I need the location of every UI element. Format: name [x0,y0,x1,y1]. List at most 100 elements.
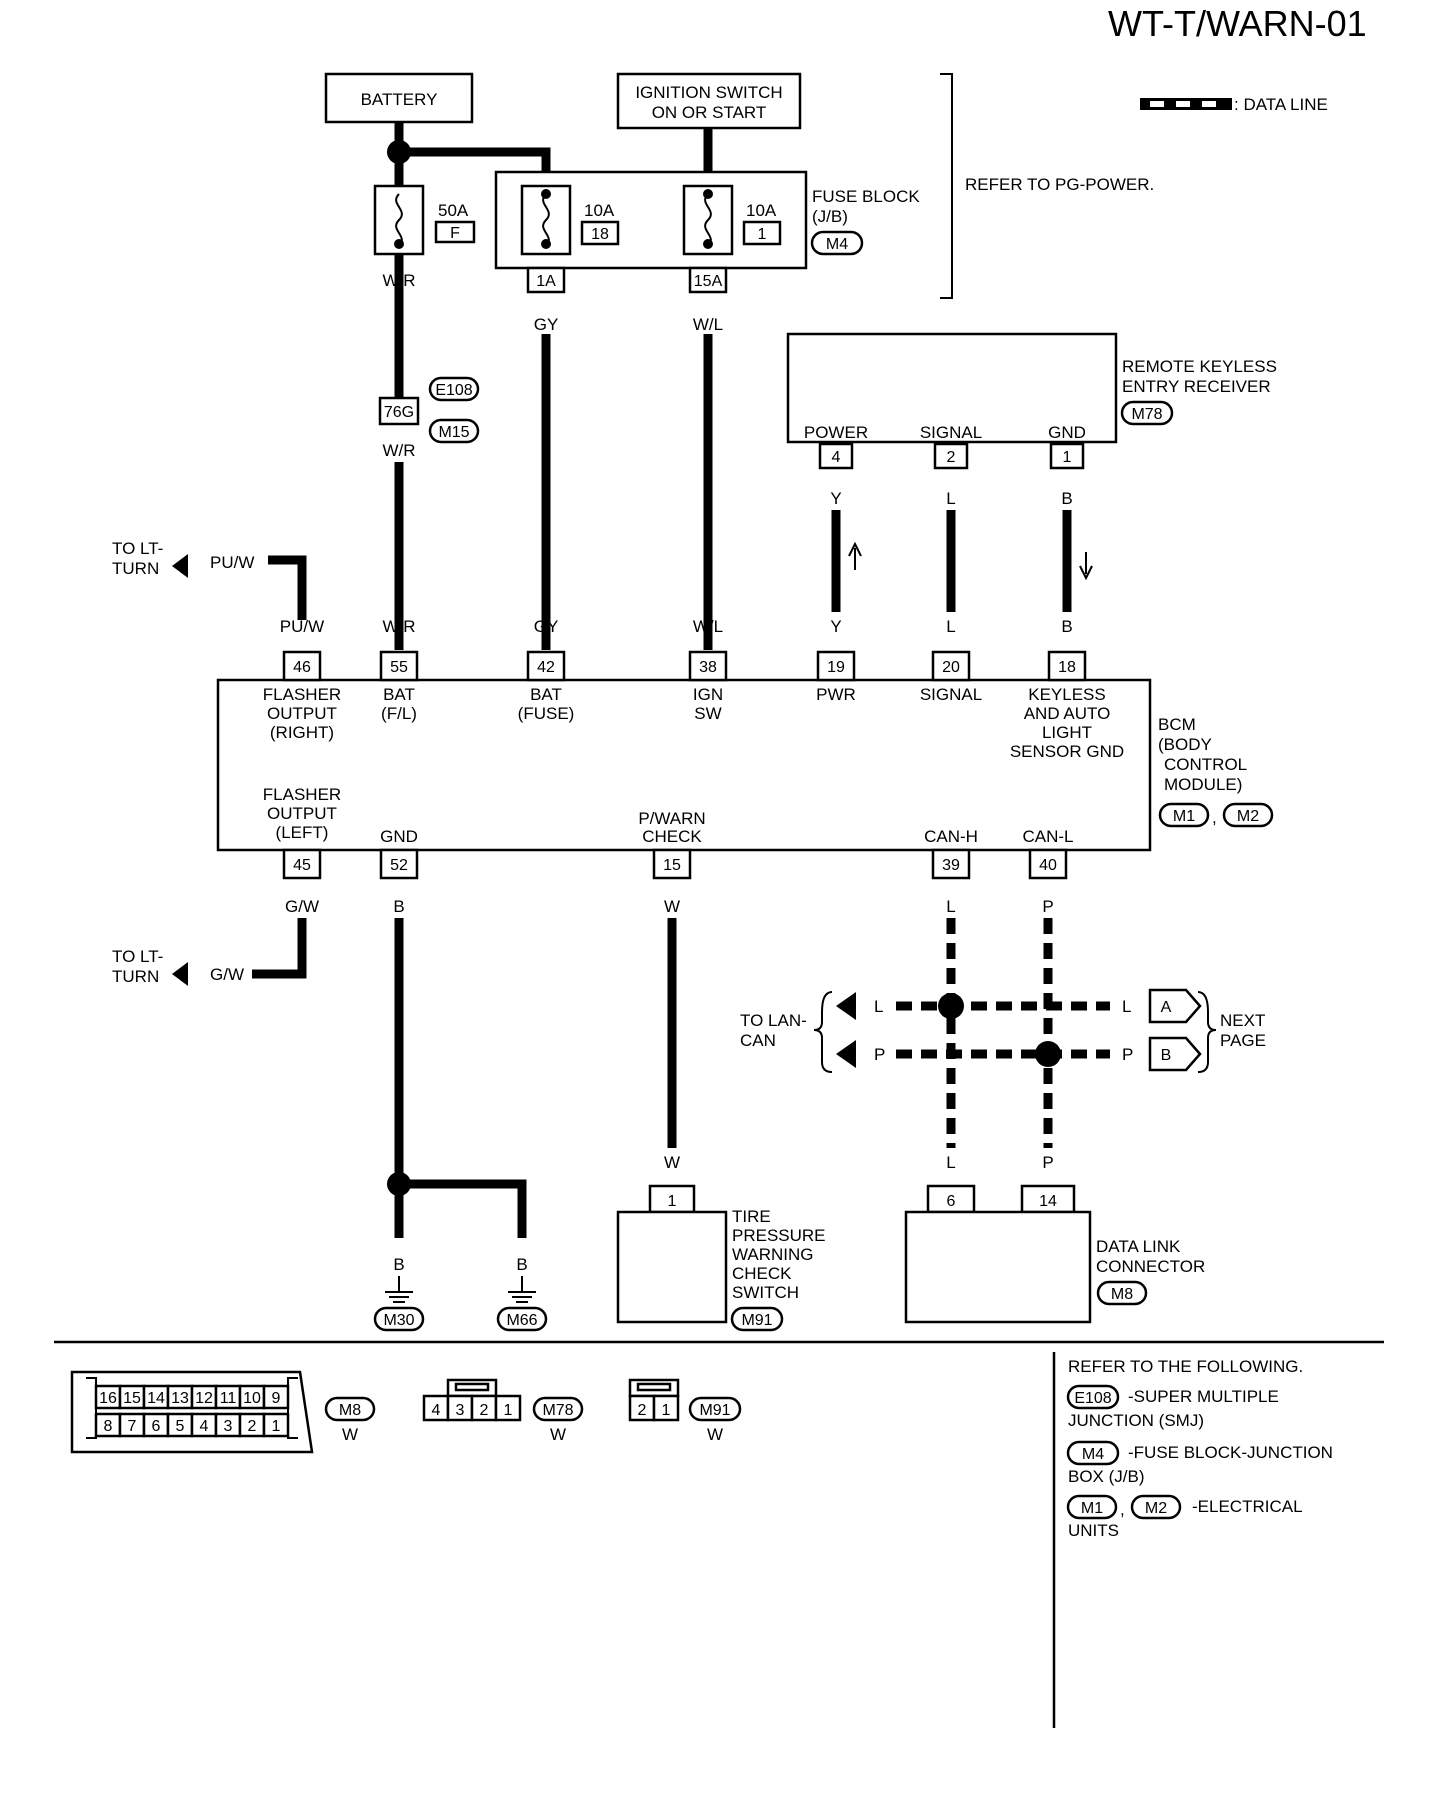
wire-color-gy-2: GY [534,617,559,636]
m8-bottom-pin-8: 8 [104,1418,113,1435]
to-lt-turn-arrow-top [172,554,188,578]
m8-top-pin-13: 13 [171,1390,189,1407]
bcm-label-18-d: SENSOR GND [1010,742,1124,761]
to-lan-can-l1: TO LAN- [740,1011,807,1030]
wire-color-l-4: L [946,1153,955,1172]
battery-splice [387,140,411,164]
joint-76g [378,396,420,426]
bcm-pin-19: 19 [827,659,845,676]
wire-color-wr-1: W/R [382,271,415,290]
data-line-legend-label: : DATA LINE [1234,95,1328,114]
refer-bracket [940,73,953,299]
refer-m1: M1 [1081,1500,1103,1517]
bcm-label-55-a: BAT [383,685,415,704]
fuse1-terminal: 1A [536,273,556,290]
fuse-block-label-2: (J/B) [812,207,848,226]
tpms-pin-1: 1 [668,1193,677,1210]
wire-color-b-3: B [393,897,404,916]
m8-top-pin-12: 12 [195,1390,213,1407]
bcm-label-18-b: AND AUTO [1024,704,1111,723]
wire-color-w-2: W [664,1153,680,1172]
m78-view-color: W [550,1425,566,1444]
lan-connector-b [1148,1036,1202,1072]
wire-color-gw-1: G/W [285,897,319,916]
ground-conn-m66: M66 [506,1312,537,1329]
wire-color-y-2: Y [830,617,841,636]
bcm-label-45-a: FLASHER [263,785,341,804]
m78-pin-4: 4 [432,1402,441,1419]
m8-top-pin-15: 15 [123,1390,141,1407]
fuse2-number: 1 [758,226,767,243]
bcm-label-42-b: (FUSE) [518,704,575,723]
rke-pin-1: 1 [1063,449,1072,466]
bcm-label-45-c: (LEFT) [276,823,329,842]
m8-top-pin-14: 14 [147,1390,165,1407]
refer-e108: E108 [1074,1390,1111,1407]
bcm-pin-42: 42 [537,659,555,676]
m8-bottom-pin-1: 1 [272,1418,281,1435]
tpms-l1: TIRE [732,1207,771,1226]
m78-pin-2: 2 [480,1402,489,1419]
m8-top-pin-11: 11 [220,1390,237,1407]
bcm-label-15-b: CHECK [642,827,702,846]
next-page-l2: PAGE [1220,1031,1266,1050]
lan-a: A [1161,999,1172,1016]
bcm-label-42-a: BAT [530,685,562,704]
wire-color-w-1: W [664,897,680,916]
bcm-label-3: CONTROL [1164,755,1247,774]
wire-color-l-3: L [946,897,955,916]
bcm-label-2: (BODY [1158,735,1212,754]
rke-pin-label-signal: SIGNAL [920,423,982,442]
dlc-pin-14: 14 [1039,1193,1057,1210]
wire-color-gw-2: G/W [210,965,244,984]
m8-top-cell-9 [262,1384,290,1410]
wire-color-wr-2: W/R [382,441,415,460]
lan-right-p: P [1122,1045,1133,1064]
wire-color-wl-1: W/L [693,315,723,334]
fuse1-amp: 10A [584,201,615,220]
tpms-conn: M91 [741,1312,772,1329]
wire-color-wr-3: W/R [382,617,415,636]
m8-view-conn: M8 [339,1402,361,1419]
rke-label-1: REMOTE KEYLESS [1122,357,1277,376]
wire-color-l-1: L [946,489,955,508]
m8-bottom-pin-4: 4 [200,1418,209,1435]
dlc-pin-6: 6 [947,1193,956,1210]
lan-b: B [1161,1047,1172,1064]
bcm-label-38-b: SW [694,704,721,723]
rke-conn: M78 [1131,406,1162,423]
m78-pin-3: 3 [456,1402,465,1419]
m8-bottom-pin-2: 2 [248,1418,257,1435]
to-lan-can-l2: CAN [740,1031,776,1050]
wire-color-b-5: B [516,1255,527,1274]
dlc-l2: CONNECTOR [1096,1257,1205,1276]
refer-pg-power: REFER TO PG-POWER. [965,175,1154,194]
bcm-pin-52: 52 [390,857,408,874]
battery-label: BATTERY [361,90,438,109]
wire-color-puw-1: PU/W [210,553,254,572]
m78-pin-1: 1 [504,1402,513,1419]
m91-view-conn: M91 [699,1402,730,1419]
lan-left-p: P [874,1045,885,1064]
wire-color-l-2: L [946,617,955,636]
refer-m12-l2: UNITS [1068,1521,1119,1540]
m8-top-pin-16: 16 [99,1390,117,1407]
refer-heading: REFER TO THE FOLLOWING. [1068,1357,1303,1376]
bcm-label-20-a: SIGNAL [920,685,982,704]
m91-pin-2: 2 [638,1402,647,1419]
wire-color-y-1: Y [830,489,841,508]
to-lt-turn-bottom-l2: TURN [112,967,159,986]
rke-pin-label-power: POWER [804,423,868,442]
joint-conn-m15: M15 [438,424,469,441]
ground-symbol-2 [508,1276,536,1303]
bcm-conn-m2: M2 [1237,808,1259,825]
wire-color-p-1: P [1042,897,1053,916]
tpms-l5: SWITCH [732,1283,799,1302]
bcm-pin-45: 45 [293,857,311,874]
wire-color-b-2: B [1061,617,1072,636]
wire-color-puw-2: PU/W [280,617,324,636]
bcm-label-4: MODULE) [1164,775,1242,794]
refer-m2: M2 [1145,1500,1167,1517]
m8-top-pin-9: 9 [272,1390,281,1407]
